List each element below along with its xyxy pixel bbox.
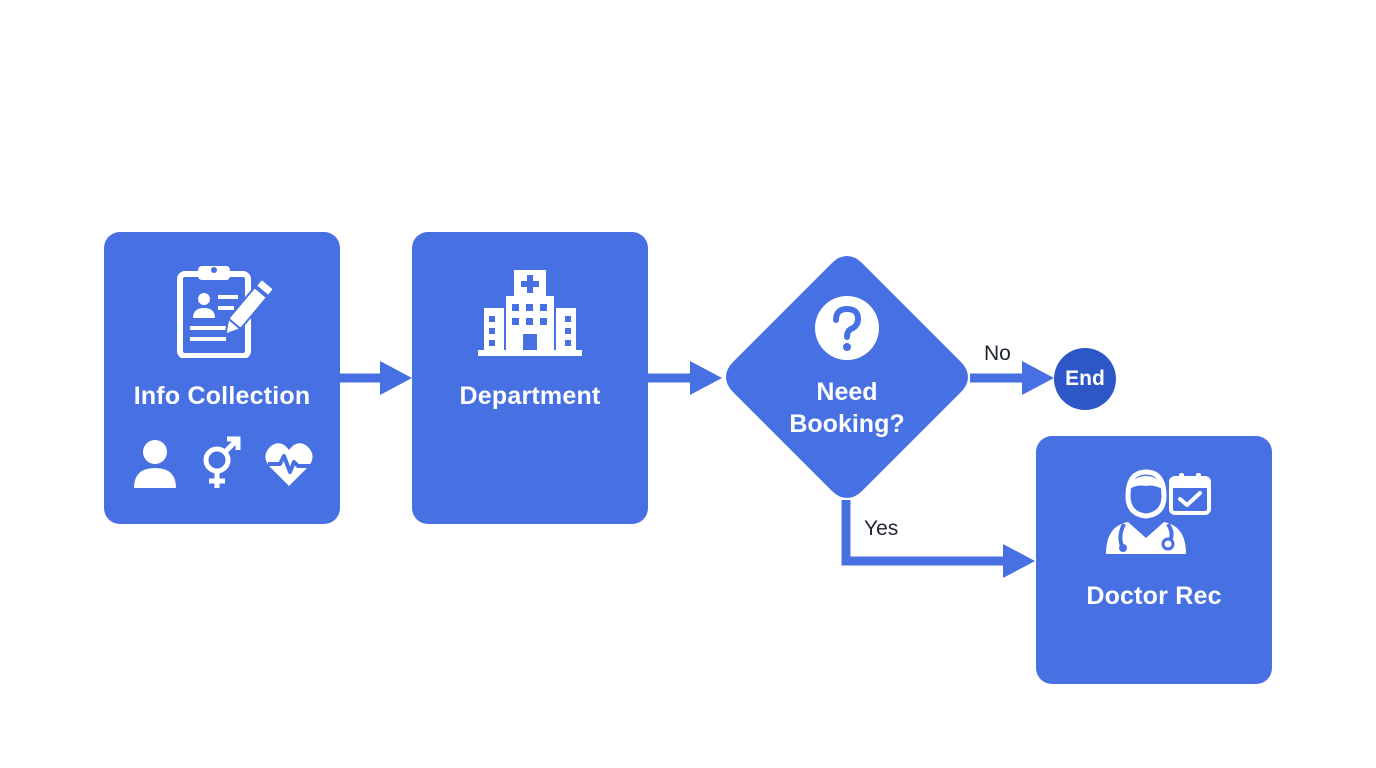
person-icon xyxy=(134,440,176,488)
department-label: Department xyxy=(459,382,601,410)
decision-label-line2: Booking? xyxy=(789,410,905,438)
doctor-rec-label: Doctor Rec xyxy=(1086,582,1222,610)
doctor-icon xyxy=(1106,469,1186,554)
clipboard-pen-icon xyxy=(177,266,272,358)
calendar-check-icon xyxy=(1169,473,1211,515)
info-collection-node[interactable]: Info Collection xyxy=(104,232,340,524)
heart-pulse-icon xyxy=(265,443,313,486)
end-node[interactable]: End xyxy=(1054,348,1116,410)
hospital-icon xyxy=(478,270,582,356)
info-collection-label: Info Collection xyxy=(133,382,311,410)
edge-label-no: No xyxy=(984,342,1011,365)
arrow-department-to-decision xyxy=(648,361,722,395)
department-node[interactable]: Department xyxy=(412,232,648,524)
question-icon xyxy=(815,296,879,360)
doctor-rec-node[interactable]: Doctor Rec xyxy=(1036,436,1272,684)
arrow-info-to-department xyxy=(340,361,412,395)
arrow-decision-to-end xyxy=(970,361,1054,395)
decision-node[interactable] xyxy=(722,252,972,502)
decision-label-line1: Need xyxy=(816,378,878,406)
edge-label-yes: Yes xyxy=(864,517,899,540)
arrow-decision-to-doctor xyxy=(841,500,1035,578)
decision-label: Need Booking? xyxy=(722,376,972,440)
gender-icon xyxy=(203,436,241,488)
